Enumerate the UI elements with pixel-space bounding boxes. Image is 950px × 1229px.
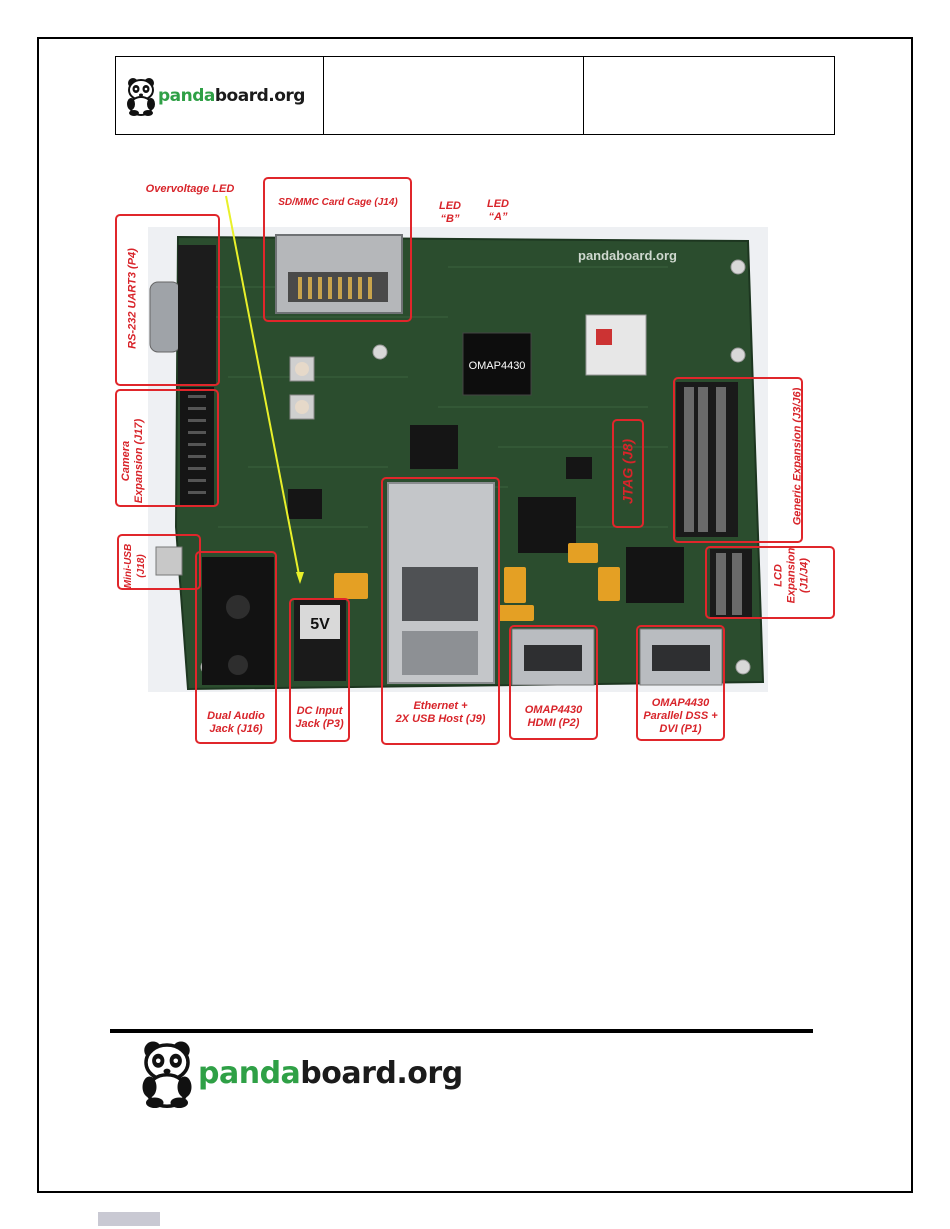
label-ethernet-usb: Ethernet + 2X USB Host (J9) — [395, 700, 486, 725]
callout-jtag-box — [612, 419, 644, 528]
callout-mini-usb-box — [117, 534, 201, 590]
callout-generic-expansion-box — [673, 377, 803, 543]
callout-dc-input-box — [289, 598, 350, 742]
label-camera-expansion: Camera Expansion (J17) — [120, 418, 145, 504]
label-dc-input: DC Input Jack (P3) — [295, 705, 344, 730]
page-number-tab[interactable] — [98, 1212, 160, 1226]
page-frame — [37, 37, 913, 1193]
logo-text-panda: panda — [158, 85, 215, 106]
logo-text-board: board.org — [214, 85, 306, 106]
callout-camera-box — [115, 389, 219, 507]
footer-rule — [110, 1029, 813, 1033]
label-rs232: RS-232 UART3 (P4) — [126, 248, 139, 349]
callout-audio-box — [195, 551, 277, 744]
callout-sdmmc-box — [263, 177, 412, 322]
header-middle-cell — [324, 57, 584, 134]
svg-text:pandaboard.org: pandaboard.org — [578, 248, 677, 263]
label-overvoltage-led: Overvoltage LED — [145, 183, 235, 195]
label-lcd-expansion: LCD Expansion (J1/J4) — [772, 547, 811, 604]
label-generic-expansion: Generic Expansion (J3/J6) — [791, 387, 804, 526]
panda-icon — [127, 77, 155, 116]
callout-dvi-box — [636, 625, 725, 741]
callout-hdmi-box — [509, 625, 598, 740]
callout-rs232-box — [115, 214, 220, 386]
svg-text:5V: 5V — [310, 616, 330, 633]
label-dvi: OMAP4430 Parallel DSS + DVI (P1) — [643, 697, 718, 735]
label-hdmi: OMAP4430 HDMI (P2) — [524, 704, 583, 729]
callout-lcd-expansion-box — [705, 546, 835, 619]
footer-logo-text-board: board.org — [300, 1055, 463, 1091]
pandaboard-photo: OMAP4430 5V pandaboard.org — [148, 227, 768, 692]
label-led-a: LED “A” — [487, 198, 509, 223]
omap4430-chip-label: OMAP4430 — [469, 360, 526, 372]
footer-logo-text-panda: panda — [198, 1055, 301, 1091]
label-sdmmc: SD/MMC Card Cage (J14) — [278, 197, 398, 208]
panda-icon — [142, 1041, 192, 1108]
label-mini-usb: Mini-USB (J18) — [123, 543, 147, 589]
label-jtag: JTAG (J8) — [619, 438, 636, 505]
label-dual-audio: Dual Audio Jack (J16) — [207, 710, 265, 735]
label-led-b: LED “B” — [439, 200, 461, 225]
callout-ethernet-box — [381, 477, 500, 745]
